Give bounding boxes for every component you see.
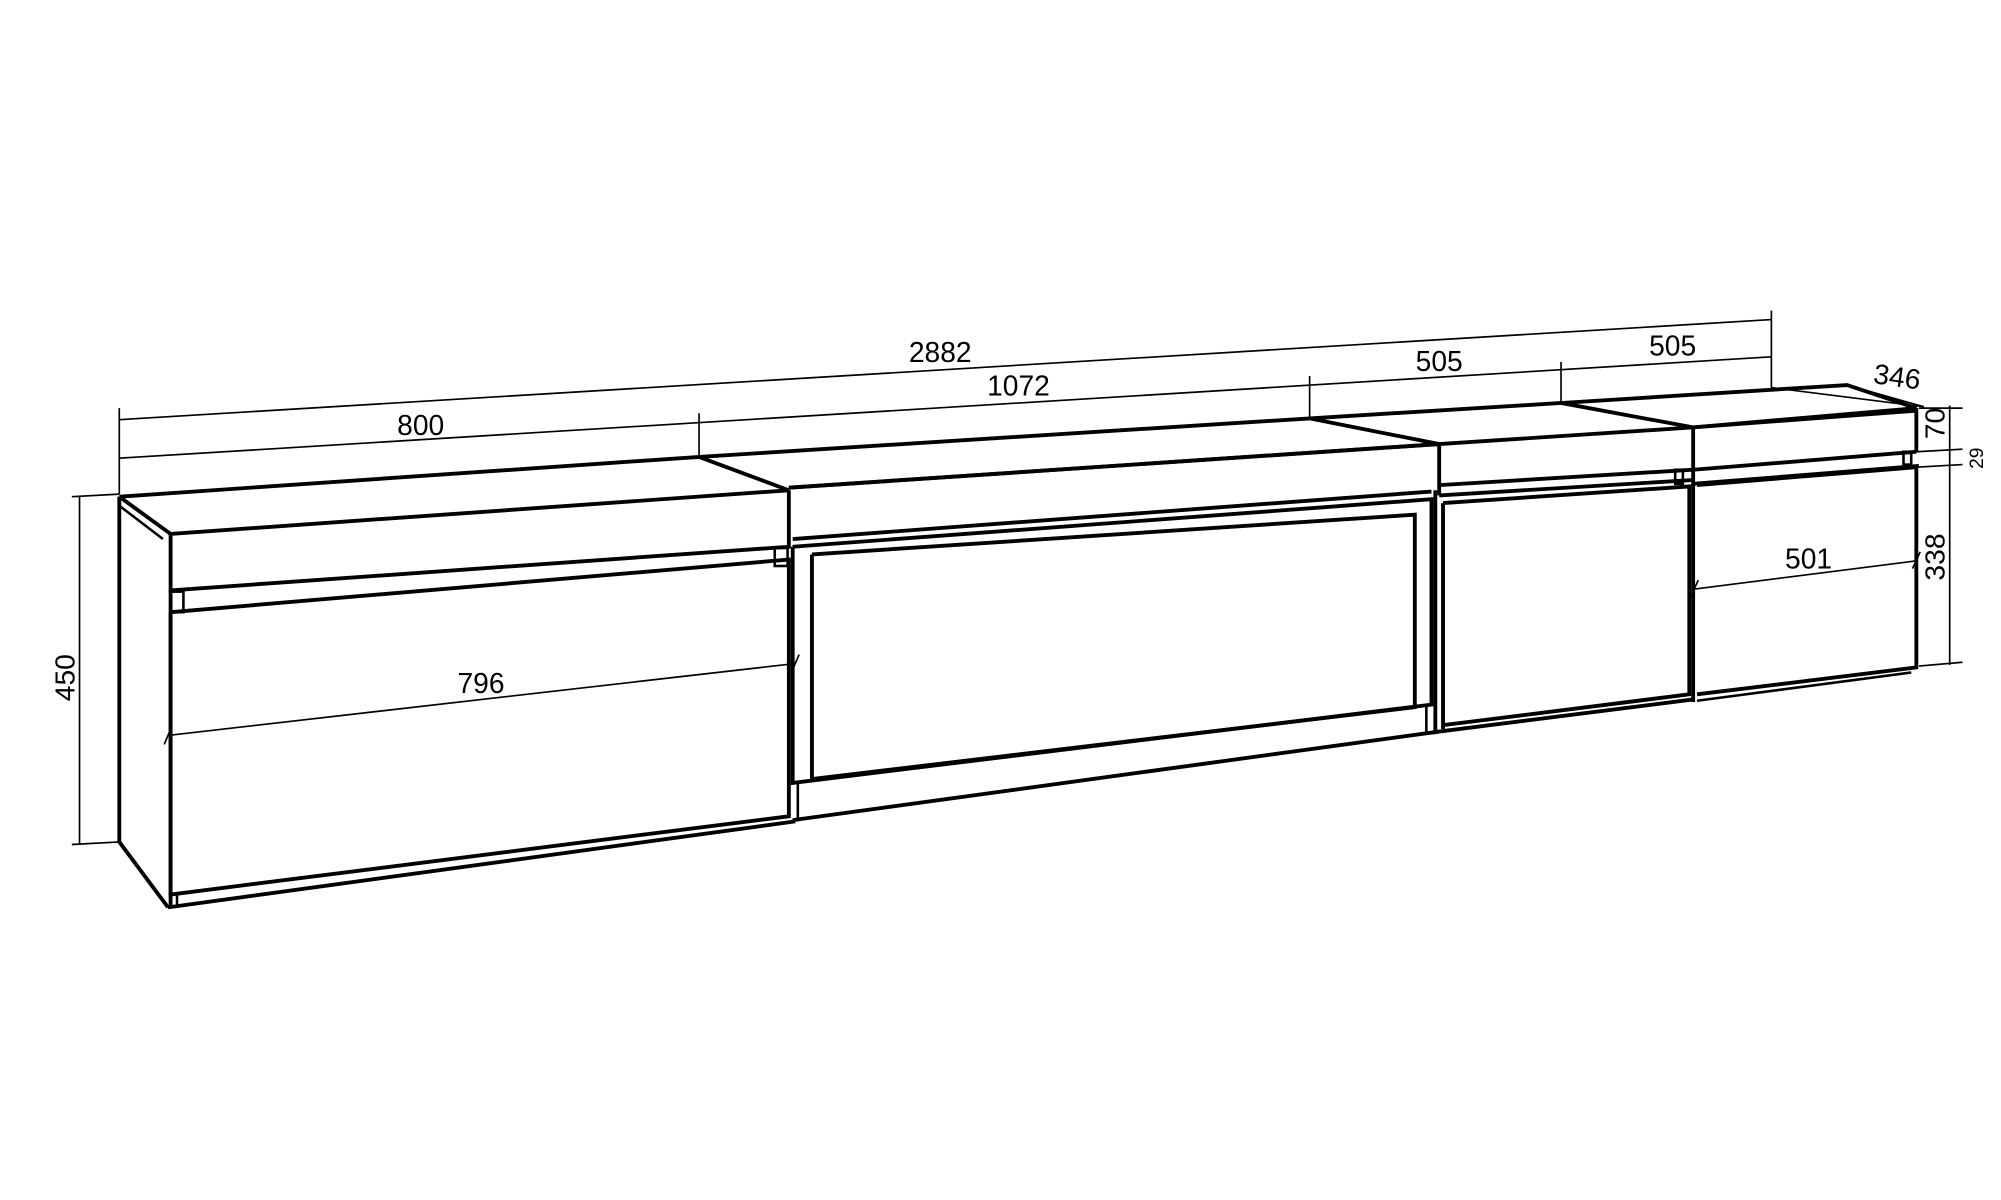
label-gap-height: 29 — [1967, 447, 1988, 468]
label-center-width: 1072 — [987, 369, 1050, 401]
module-right-a — [1309, 401, 1694, 734]
module-left — [117, 454, 796, 910]
module-center — [698, 416, 1440, 823]
label-left-front-width: 796 — [457, 667, 504, 699]
label-top-height: 70 — [1919, 408, 1951, 439]
label-depth: 346 — [1872, 357, 1923, 395]
label-right-front-width: 501 — [1785, 543, 1832, 575]
label-overall-width: 2882 — [909, 336, 972, 368]
module-right-b — [1560, 383, 1920, 703]
dimension-labels: 2882 800 1072 505 505 346 70 29 338 450 … — [48, 330, 1988, 702]
label-right-b-width: 505 — [1649, 330, 1696, 362]
dimension-lines-right — [1916, 405, 1963, 667]
dimension-line-height — [71, 493, 120, 846]
label-left-width: 800 — [397, 409, 444, 441]
label-overall-height: 450 — [48, 654, 80, 701]
dimension-lines-front — [163, 551, 1921, 745]
label-right-a-width: 505 — [1416, 345, 1463, 377]
label-front-height: 338 — [1919, 533, 1951, 580]
